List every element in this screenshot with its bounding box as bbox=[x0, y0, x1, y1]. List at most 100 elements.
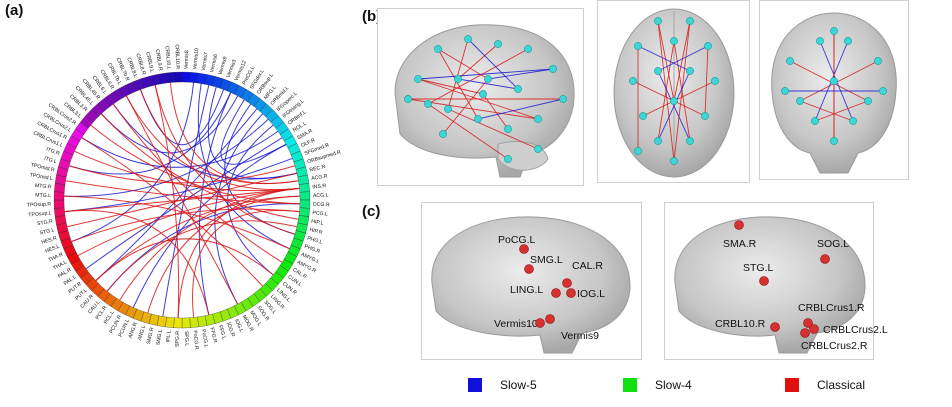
ring-label: PHG.L bbox=[306, 236, 323, 246]
network-edge bbox=[442, 78, 489, 135]
network-node bbox=[494, 40, 502, 48]
connectogram-chords bbox=[64, 82, 300, 318]
ring-label: TPOsup.L bbox=[28, 210, 52, 218]
network-edge bbox=[799, 60, 879, 102]
ring-label: SMG.L bbox=[155, 329, 164, 346]
brain-coronal-view bbox=[771, 12, 897, 174]
ring-label: STG.R bbox=[37, 219, 54, 228]
brain-sagittal-frame bbox=[377, 8, 584, 186]
network-node bbox=[629, 77, 637, 85]
roi-node bbox=[809, 324, 819, 334]
roi-node bbox=[562, 278, 572, 288]
network-edge bbox=[657, 45, 709, 72]
roi-node bbox=[535, 318, 545, 328]
network-node bbox=[686, 67, 694, 75]
network-node bbox=[830, 137, 838, 145]
roi-label: CRBLCrus2.L bbox=[823, 324, 888, 336]
ring-label: ITG.L bbox=[43, 156, 57, 166]
connection-chord bbox=[192, 210, 300, 318]
ring-segment bbox=[173, 317, 183, 329]
panel-a-label: (a) bbox=[5, 2, 24, 19]
ring-label: Vermis9 bbox=[218, 56, 229, 76]
connection-chord bbox=[220, 99, 287, 165]
network-node bbox=[524, 45, 532, 53]
ring-label: PoCG.R bbox=[191, 330, 199, 350]
ring-segment bbox=[298, 207, 310, 217]
ring-segment bbox=[189, 316, 199, 328]
network-node bbox=[796, 97, 804, 105]
ring-label: SPG.L bbox=[183, 331, 190, 347]
roi-node bbox=[803, 318, 813, 328]
ring-label: ACG.R bbox=[311, 173, 328, 182]
roi-node bbox=[551, 288, 561, 298]
brain-sagittal-view bbox=[394, 24, 575, 178]
network-node bbox=[654, 17, 662, 25]
connection-chord bbox=[71, 208, 300, 243]
legend-swatch-classical bbox=[785, 378, 799, 392]
ring-label: CRBL9.L bbox=[144, 51, 155, 73]
connection-chord bbox=[132, 143, 287, 308]
network-edge bbox=[673, 20, 691, 162]
ring-segment bbox=[53, 199, 65, 209]
ring-label: MTG.R bbox=[35, 183, 52, 191]
roi-node bbox=[566, 288, 576, 298]
ring-label: SPG.R bbox=[175, 331, 182, 348]
network-node bbox=[830, 77, 838, 85]
ring-segment bbox=[53, 191, 65, 201]
ring-label: IPL.L bbox=[165, 330, 172, 343]
network-node bbox=[670, 37, 678, 45]
network-edge bbox=[814, 100, 869, 122]
ring-segment bbox=[54, 183, 66, 193]
network-edge bbox=[704, 45, 709, 117]
network-edge bbox=[673, 20, 691, 102]
network-node bbox=[816, 37, 824, 45]
roi-label: IOG.L bbox=[577, 288, 605, 300]
network-edge bbox=[799, 100, 854, 122]
ring-label: IOG.R bbox=[225, 322, 236, 338]
roi-node bbox=[820, 254, 830, 264]
connection-chord bbox=[100, 95, 239, 154]
legend-slow5: Slow-5 bbox=[468, 378, 537, 392]
connection-chord bbox=[214, 113, 264, 305]
connection-chord bbox=[77, 187, 300, 257]
network-edge bbox=[437, 48, 489, 80]
roi-label: LING.L bbox=[510, 284, 543, 296]
ring-label: FFG.L bbox=[217, 325, 227, 341]
roi-label: STG.L bbox=[743, 262, 774, 274]
network-edge bbox=[427, 103, 509, 160]
ring-label: ITG.R bbox=[45, 147, 60, 158]
connection-chord bbox=[74, 150, 300, 192]
ring-segment bbox=[299, 199, 311, 209]
ring-segment bbox=[299, 191, 311, 201]
brain-axial-view bbox=[613, 8, 735, 178]
ring-label: ANG.L bbox=[137, 324, 147, 341]
network-edge bbox=[457, 43, 499, 80]
roi-label: CRBL10.R bbox=[715, 318, 766, 330]
connection-chord bbox=[95, 238, 274, 282]
network-edge bbox=[482, 93, 509, 130]
ring-label: ANG.R bbox=[128, 321, 139, 339]
ring-label: HIP.L bbox=[311, 219, 324, 227]
ring-label: PCG.L bbox=[312, 210, 328, 218]
ring-label: HES.R bbox=[41, 235, 58, 245]
network-node bbox=[474, 115, 482, 123]
network-node bbox=[434, 45, 442, 53]
connection-chord bbox=[68, 165, 296, 184]
network-node bbox=[479, 90, 487, 98]
network-node bbox=[849, 117, 857, 125]
network-node bbox=[844, 37, 852, 45]
connection-chord bbox=[112, 103, 283, 263]
roi-node bbox=[800, 328, 810, 338]
network-edge bbox=[657, 20, 675, 162]
ring-label: FFG.R bbox=[208, 327, 217, 344]
network-node bbox=[464, 35, 472, 43]
network-node bbox=[874, 57, 882, 65]
connection-chord bbox=[162, 84, 210, 317]
ring-label: MTG.L bbox=[35, 193, 51, 200]
network-node bbox=[414, 75, 422, 83]
ring-label: PHG.R bbox=[303, 244, 321, 255]
roi-node bbox=[519, 244, 529, 254]
network-node bbox=[559, 95, 567, 103]
